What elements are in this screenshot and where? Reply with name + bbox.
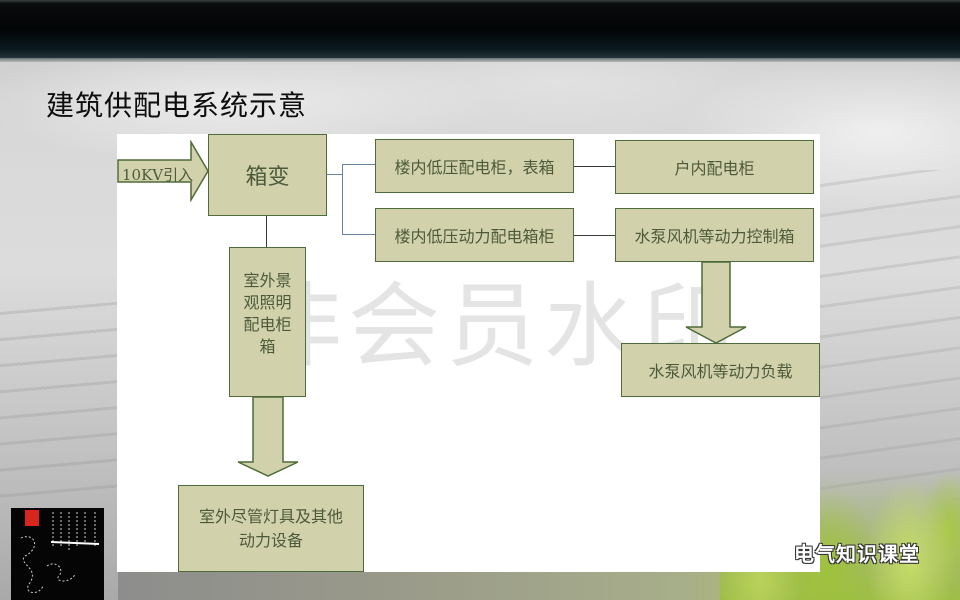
node-lv-cabinet[interactable]: 楼内低压配电柜，表箱 — [375, 139, 574, 193]
node-label: 水泵风机等动力控制箱 — [634, 227, 795, 246]
calligraphy-strokes — [20, 512, 100, 593]
slide-header-bar — [0, 0, 960, 58]
node-outdoor-equipment[interactable]: 室外尽管灯具及其他 动力设备 — [178, 485, 364, 572]
node-transformer[interactable]: 箱变 — [208, 134, 327, 216]
node-pump-fan-control[interactable]: 水泵风机等动力控制箱 — [615, 208, 814, 262]
node-label-line: 室外尽管灯具及其他 — [198, 506, 343, 526]
node-label-line: 动力设备 — [238, 530, 303, 550]
node-outdoor-lighting-cabinet[interactable]: 室外景 观照明 配电柜 箱 — [229, 247, 306, 397]
arrow-control-to-load — [685, 261, 747, 344]
node-label: 水泵风机等动力负载 — [648, 362, 793, 381]
connector-transformer-to-outdoor — [266, 216, 267, 248]
connector-power-to-control — [574, 235, 615, 236]
connector-lv-to-household — [574, 166, 615, 167]
connector-to-power-cabinet — [342, 234, 375, 235]
node-label: 楼内低压配电柜，表箱 — [394, 158, 555, 177]
node-pump-fan-load[interactable]: 水泵风机等动力负载 — [621, 343, 820, 397]
wechat-icon — [753, 539, 790, 565]
node-label-line: 观照明 — [243, 293, 292, 312]
brand-name: 电气知识课堂 — [794, 542, 920, 566]
node-power-cabinet[interactable]: 楼内低压动力配电箱柜 — [375, 208, 574, 262]
connector-branch-vertical — [342, 164, 343, 235]
background-tea-hills-right — [820, 170, 960, 500]
input-arrow-label: 10KV引入 — [122, 166, 194, 184]
node-household-cabinet[interactable]: 户内配电柜 — [615, 140, 814, 194]
node-label-line: 室外景 — [243, 271, 292, 290]
background-tea-hills-left — [0, 300, 118, 500]
arrow-outdoor-cabinet-to-equipment — [237, 396, 299, 477]
background-leaves-bottom — [118, 572, 818, 600]
node-label: 楼内低压动力配电箱柜 — [394, 227, 555, 246]
input-arrow — [117, 140, 209, 202]
node-label-line: 配电柜 — [243, 315, 292, 334]
slide-title: 建筑供配电系统示意 — [46, 89, 308, 122]
calligraphy-logo — [11, 508, 104, 600]
header-edge — [0, 58, 960, 62]
connector-to-lv-cabinet — [342, 164, 375, 165]
node-label: 户内配电柜 — [674, 159, 755, 178]
brand-watermark: 电气知识课堂 — [752, 538, 920, 567]
node-label-line: 箱 — [259, 337, 276, 356]
connector-transformer-out — [327, 174, 342, 175]
node-label: 箱变 — [245, 165, 290, 190]
red-seal — [25, 510, 39, 526]
